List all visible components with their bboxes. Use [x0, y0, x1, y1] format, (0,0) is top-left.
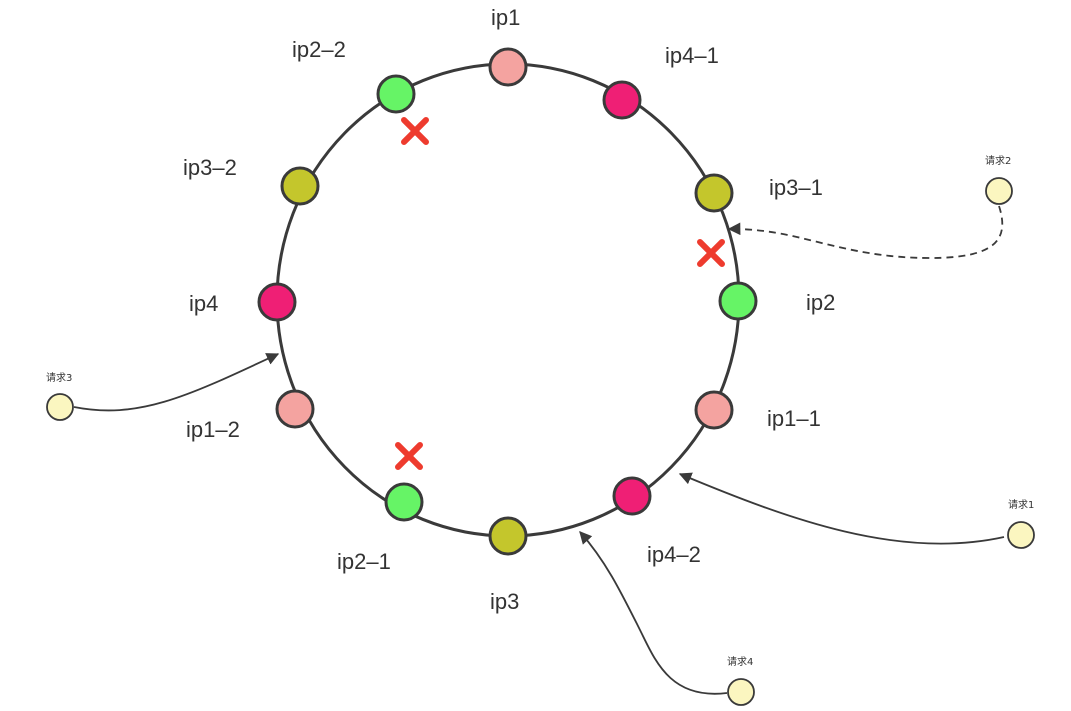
- hash-ring: [275, 62, 741, 538]
- request-4-label: 请求4: [727, 657, 754, 668]
- request-1-label: 请求1: [1008, 500, 1035, 511]
- node-label-ip3-2: ip3–2: [183, 155, 237, 180]
- node-ip2-1: [384, 482, 424, 522]
- request-2-dot: [985, 177, 1013, 205]
- failure-x-icon: [697, 239, 725, 267]
- node-ip4-2: [612, 476, 652, 516]
- request-2-label: 请求2: [985, 156, 1012, 167]
- request-4-dot: [727, 678, 755, 706]
- node-ip3-2: [280, 166, 320, 206]
- request-1-dot: [1007, 521, 1035, 549]
- node-label-ip1: ip1: [491, 5, 521, 30]
- node-label-ip4: ip4: [189, 291, 219, 316]
- node-ip4: [257, 282, 297, 322]
- node-ip3-1: [694, 173, 734, 213]
- node-label-ip2-2: ip2–2: [292, 37, 346, 62]
- node-ip2: [718, 281, 758, 321]
- request-2-curve: [727, 205, 1004, 259]
- node-label-ip4-1: ip4–1: [665, 43, 719, 68]
- node-label-ip4-2: ip4–2: [647, 542, 701, 567]
- request-1-curve: [678, 472, 1005, 545]
- node-ip1-1: [694, 390, 734, 430]
- node-label-ip3-1: ip3–1: [769, 175, 823, 200]
- node-ip1: [488, 47, 528, 87]
- request-3-curve: [73, 353, 280, 412]
- node-ip4-1: [602, 80, 642, 120]
- failure-x-icon: [395, 442, 423, 470]
- node-label-ip3: ip3: [490, 589, 520, 614]
- node-ip1-2: [275, 389, 315, 429]
- node-label-ip1-2: ip1–2: [186, 417, 240, 442]
- request-4-curve: [579, 531, 728, 695]
- node-label-ip1-1: ip1–1: [767, 406, 821, 431]
- node-label-ip2-1: ip2–1: [337, 549, 391, 574]
- node-label-ip2: ip2: [806, 290, 836, 315]
- request-3-label: 请求3: [46, 373, 73, 384]
- node-ip3: [488, 516, 528, 556]
- failure-x-icon: [401, 117, 429, 145]
- request-3-dot: [46, 393, 74, 421]
- node-ip2-2: [376, 74, 416, 114]
